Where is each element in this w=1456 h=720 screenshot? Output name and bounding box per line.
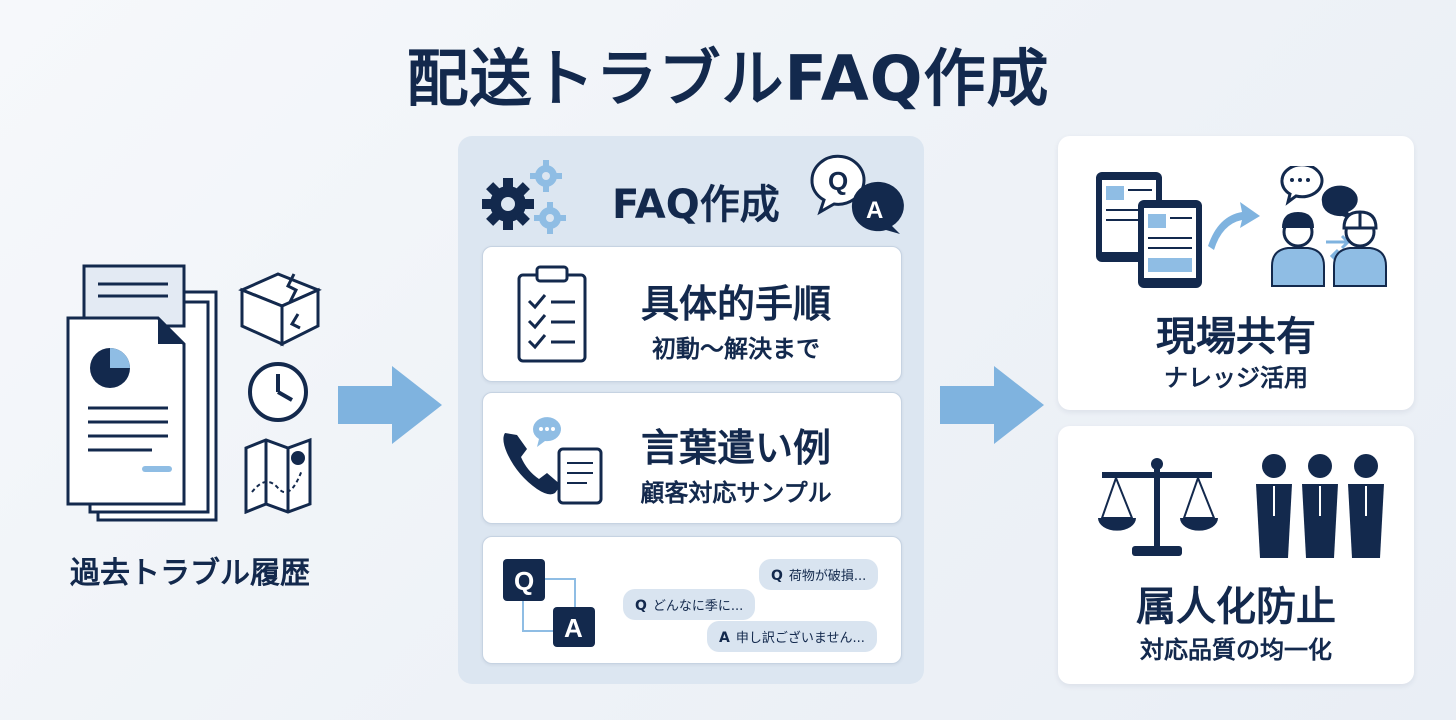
card-subtitle: 顧客対応サンプル	[640, 479, 832, 507]
bubble-prefix: A	[719, 630, 730, 646]
exchange-arrows-icon	[1326, 234, 1354, 264]
qa-tile-a: A	[564, 613, 583, 643]
output-field-sharing: 現場共有 ナレッジ活用	[1058, 136, 1414, 410]
chat-bubble-a1: A 申し訳ございません...	[707, 621, 877, 652]
gears-icon	[482, 160, 566, 234]
worker-icon	[1271, 212, 1325, 287]
panel-header: FAQ作成 Q A	[480, 150, 920, 240]
page-title: 配送トラブルFAQ作成	[406, 42, 1050, 115]
phone-script-icon	[503, 417, 603, 505]
bubble-prefix: Q	[635, 598, 647, 614]
arrow-right-icon	[940, 366, 1044, 444]
qa-a-letter: A	[866, 197, 883, 224]
chat-bubble-q1: Q 荷物が破損...	[759, 559, 879, 590]
tablet-icon	[1096, 172, 1202, 288]
output-standardization: 属人化防止 対応品質の均一化	[1058, 426, 1414, 684]
people-icon	[1256, 454, 1384, 558]
faq-panel: FAQ作成 Q A 具体的手順 初動〜解決まで	[458, 136, 924, 684]
card-wording: 言葉遣い例 顧客対応サンプル	[482, 392, 902, 524]
bubble-text: 申し訳ございません...	[735, 631, 865, 646]
qa-tiles-icon: Q A	[503, 559, 595, 647]
map-pin-icon	[244, 437, 312, 514]
document-stack-icon	[66, 264, 218, 522]
chat-bubble-q2: Q どんなに季に...	[623, 589, 756, 620]
qa-q-letter: Q	[828, 166, 848, 196]
source-label: 過去トラブル履歴	[70, 556, 310, 591]
clipboard-checklist-icon	[517, 265, 587, 363]
output-title: 属人化防止	[1136, 584, 1336, 630]
card-title: 具体的手順	[640, 282, 831, 326]
qa-bubbles-icon: Q A	[810, 154, 904, 234]
output-subtitle: 対応品質の均一化	[1140, 636, 1332, 664]
bubble-prefix: Q	[771, 568, 783, 584]
output-title: 現場共有	[1156, 314, 1316, 360]
qa-tile-q: Q	[514, 566, 534, 596]
tablets-workers-icon	[1096, 166, 1387, 288]
worker-icon	[1333, 210, 1387, 287]
balance-scale-icon	[1098, 458, 1218, 556]
card-qa-sample: Q A Q 荷物が破損... Q どんなに季に... A 申し訳ございません...	[482, 536, 902, 664]
card-subtitle: 初動〜解決まで	[652, 335, 820, 363]
bubble-text: 荷物が破損...	[788, 569, 867, 584]
clock-icon	[248, 362, 308, 422]
bubble-text: どんなに季に...	[652, 599, 744, 614]
panel-title: FAQ作成	[612, 182, 780, 228]
trouble-icons	[238, 272, 322, 514]
scales-team-icon	[1098, 454, 1384, 558]
broken-box-icon	[238, 272, 322, 347]
chat-bubbles-icon	[1280, 166, 1358, 220]
output-subtitle: ナレッジ活用	[1164, 364, 1308, 392]
curved-arrow-icon	[1208, 202, 1260, 250]
arrow-right-icon	[338, 366, 442, 444]
card-title: 言葉遣い例	[640, 426, 831, 470]
card-steps: 具体的手順 初動〜解決まで	[482, 246, 902, 382]
